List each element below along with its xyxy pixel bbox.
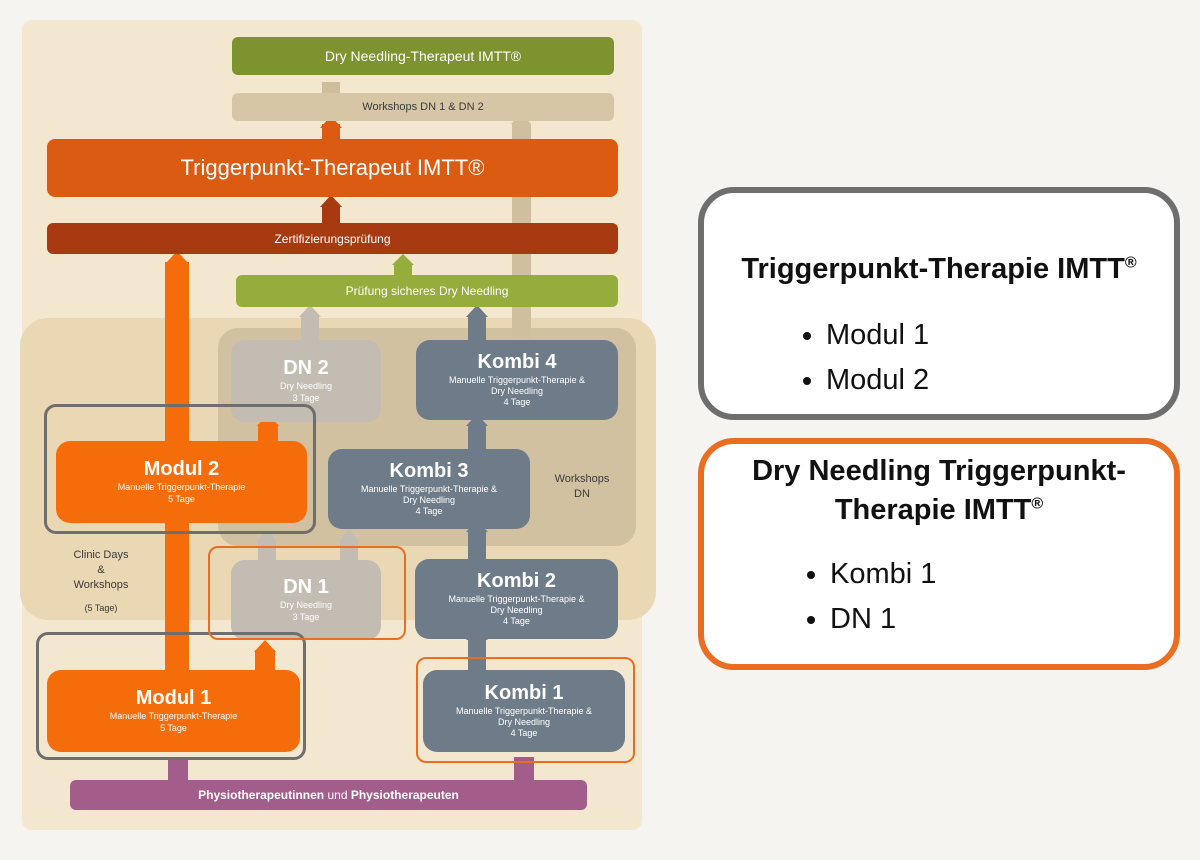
kombi4-connector [468,316,486,342]
dn1-highlight [208,546,406,640]
clinic-days-duration: (5 Tage) [84,603,118,613]
box-title: Modul 2 [143,458,220,481]
kombi1-connector [468,638,486,672]
dn1-arrow-right-icon [338,530,360,542]
zertifizierungspruefung-bar: Zertifizierungsprüfung [47,223,618,254]
workshops-dn-label: Workshops DN [554,473,610,500]
box-subtitle: Dry Needling [279,600,333,611]
base-bar-part1: Physiotherapeutinnen [198,788,325,802]
box-subtitle-2: Dry Needling [490,385,544,396]
box-title: Kombi 1 [484,681,564,704]
kombi3-box: Kombi 3 Manuelle Triggerpunkt-Therapie &… [328,449,530,529]
modul1-highlight [36,632,306,760]
workshops-dn1-dn2-bar: Workshops DN 1 & DN 2 [232,93,614,121]
modul1-arrow-icon [254,640,276,652]
registered-mark: ® [1031,495,1044,513]
list-item: DN 1 [830,597,1174,642]
box-title: DN 2 [283,357,329,380]
workshops-bar-connector [322,82,340,94]
dn2-connector [301,316,319,342]
clinic-days-label: Clinic Days & Workshops [73,549,129,591]
registered-mark: ® [1124,254,1137,272]
base-bar-part3: Physiotherapeuten [350,788,459,802]
box-duration: 4 Tage [503,616,530,627]
base-connector-left [168,757,188,785]
box-title: Modul 1 [135,687,212,710]
box-subtitle: Manuelle Triggerpunkt-Therapie & [455,705,593,716]
list-item: Modul 1 [826,313,1174,358]
kombi4-arrow-icon [466,305,488,317]
base-connector-right [514,757,534,785]
list-item: Kombi 1 [830,552,1174,597]
card-title-text: Triggerpunkt-Therapie IMTT [741,253,1125,285]
base-bar-part2: und [324,788,351,802]
box-duration: 3 Tage [292,392,320,403]
card-list: Modul 1 Modul 2 [704,313,1174,403]
modul-arrow-icon [166,251,188,263]
box-title: DN 1 [283,576,329,599]
box-duration: 5 Tage [168,493,195,504]
kombi4-box: Kombi 4 Manuelle Triggerpunkt-Therapie &… [416,340,618,420]
therapeut-connector [322,124,340,140]
pruefung-arrow-icon [392,254,414,265]
box-subtitle-2: Dry Needling [402,494,456,505]
card-title: Dry Needling Triggerpunkt- Therapie IMTT® [704,452,1174,530]
kombi2-connector [468,530,486,562]
list-item: Modul 2 [826,358,1174,403]
box-duration: 5 Tage [160,722,187,733]
modul1-connector [255,650,275,676]
box-subtitle: Dry Needling [279,381,333,392]
box-title: Kombi 3 [389,459,469,482]
box-subtitle: Manuelle Triggerpunkt-Therapie & [448,374,586,385]
physiotherapeuten-bar: Physiotherapeutinnen und Physiotherapeut… [70,780,587,810]
zert-arrow-icon [320,195,342,207]
box-subtitle-2: Dry Needling [497,716,551,727]
box-subtitle: Manuelle Triggerpunkt-Therapie [109,711,238,722]
box-title: Kombi 4 [477,350,557,373]
card-title-line1: Dry Needling Triggerpunkt- [752,455,1126,487]
box-duration: 4 Tage [415,506,443,517]
kombi3-connector [468,425,486,451]
card-title: Triggerpunkt-Therapie IMTT® [704,250,1174,289]
dry-needling-therapeut-bar: Dry Needling-Therapeut IMTT® [232,37,614,75]
box-duration: 4 Tage [503,397,531,408]
triggerpunkt-therapeut-bar: Triggerpunkt-Therapeut IMTT® [47,139,618,197]
box-subtitle: Manuelle Triggerpunkt-Therapie & [360,483,498,494]
card-title-line2: Therapie IMTT [834,494,1032,527]
modul2-highlight [44,404,316,534]
dry-needling-card: Dry Needling Triggerpunkt- Therapie IMTT®… [698,438,1180,670]
zert-connector [322,205,340,225]
card-list: Kombi 1 DN 1 [704,552,1174,642]
box-duration: 4 Tage [510,728,538,739]
box-title: Kombi 2 [477,569,556,592]
dn2-arrow-icon [299,305,321,317]
box-duration: 3 Tage [292,611,320,622]
kombi2-box: Kombi 2 Manuelle Triggerpunkt-Therapie &… [415,559,618,639]
kombi1-box: Kombi 1 Manuelle Triggerpunkt-Therapie &… [423,670,625,752]
dn1-box: DN 1 Dry Needling 3 Tage [231,560,381,640]
modul1-box: Modul 1 Manuelle Triggerpunkt-Therapie 5… [47,670,300,752]
box-subtitle-2: Dry Needling [490,604,543,615]
modul2-box: Modul 2 Manuelle Triggerpunkt-Therapie 5… [56,441,307,523]
box-subtitle: Manuelle Triggerpunkt-Therapie [117,482,246,493]
pruefung-dry-needling-bar: Prüfung sicheres Dry Needling [236,275,618,307]
triggerpunkt-therapie-card: Triggerpunkt-Therapie IMTT® Modul 1 Modu… [698,187,1180,420]
pruefung-connector [394,263,412,277]
kombi1-highlight [416,657,635,763]
box-subtitle: Manuelle Triggerpunkt-Therapie & [448,593,585,604]
